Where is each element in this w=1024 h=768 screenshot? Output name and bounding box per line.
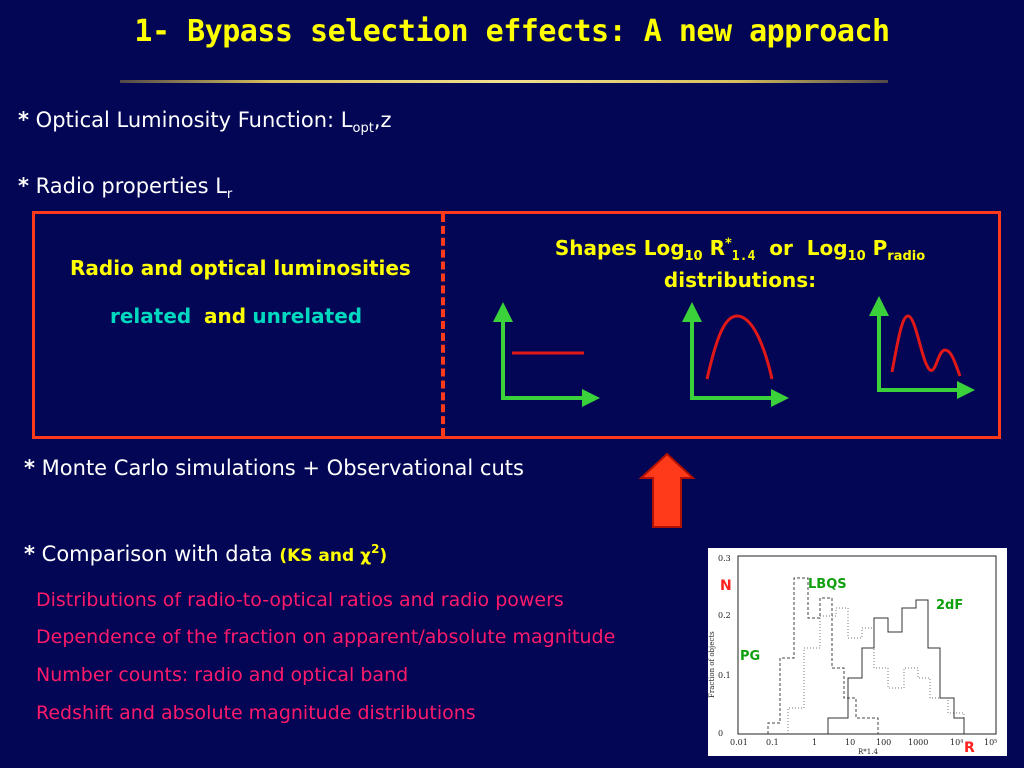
xtick-1: 0.1: [766, 738, 779, 747]
and-label: and: [203, 304, 247, 328]
shapes-heading: Shapes Log10 R*1.4 or Log10 Pradio: [440, 236, 1024, 264]
bullet-star: *: [18, 174, 29, 198]
related-unrelated-line: related and unrelated: [110, 304, 362, 328]
bullet-star: *: [18, 108, 29, 132]
bullet-subscript: r: [226, 187, 233, 203]
xtick-7: 10⁵: [984, 738, 997, 747]
shapes-or: or Log: [755, 236, 848, 260]
sketch-single-peak: [682, 302, 789, 407]
bullet-suffix: ,z: [373, 108, 392, 132]
bullet-monte-carlo: * Monte Carlo simulations + Observationa…: [24, 456, 524, 480]
slide-title: 1- Bypass selection effects: A new appro…: [134, 14, 890, 49]
histogram-xlabel: R*1.4: [858, 748, 878, 756]
comparison-item-1: Distributions of radio-to-optical ratios…: [36, 589, 564, 611]
xtick-2: 1: [812, 738, 817, 747]
histogram-label-2dF: 2dF: [936, 598, 964, 613]
histogram-label-LBQS: LBQS: [808, 577, 847, 592]
related-label: related: [110, 304, 192, 328]
shapes-sub-14: 1.4: [731, 249, 756, 264]
sketch-flat-x-arrow: [582, 389, 600, 407]
up-arrow-icon: [638, 452, 696, 528]
chi-superscript: 2: [371, 542, 380, 556]
bullet-comparison: * Comparison with data (KS and χ2): [24, 542, 387, 566]
sketch-peak-curve: [705, 314, 774, 380]
shapes-P: P: [865, 236, 888, 260]
xtick-3: 10: [845, 738, 855, 747]
histogram-dashed: [767, 577, 879, 734]
comparison-item-3: Number counts: radio and optical band: [36, 664, 409, 686]
unrelated-label: unrelated: [252, 304, 363, 328]
shapes-sub-10a: 10: [684, 249, 703, 264]
bullet-text: Comparison with data: [41, 542, 273, 566]
comparison-item-4: Redshift and absolute magnitude distribu…: [36, 702, 476, 724]
histogram-frame: [737, 555, 997, 735]
comparison-item-2: Dependence of the fraction on apparent/a…: [36, 626, 616, 648]
radio-optical-heading: Radio and optical luminosities: [70, 256, 411, 280]
xtick-4: 100: [876, 738, 891, 747]
bullet-optical-luminosity: * Optical Luminosity Function: Lopt,z: [18, 108, 392, 136]
shapes-sub-10b: 10: [847, 249, 866, 264]
ytick-3: 0.3: [718, 554, 731, 563]
bullet-star: *: [24, 456, 35, 480]
bullet-paren-open: (KS and: [279, 546, 361, 566]
bullet-subscript: opt: [352, 121, 374, 137]
bullet-paren-close: ): [379, 546, 388, 566]
xtick-6: 10⁴: [950, 738, 963, 747]
sketch-flat-y-arrow: [493, 302, 513, 322]
sketch-double-peak: [869, 296, 975, 399]
ytick-0: 0: [718, 729, 723, 738]
bullet-radio-properties: * Radio properties Lr: [18, 174, 232, 202]
histogram-ylabel: Fraction of objects: [708, 631, 716, 698]
bullet-text: Optical Luminosity Function: L: [35, 108, 353, 132]
xtick-5: 1000: [908, 738, 928, 747]
histogram-plot: 0 0.1 0.2 0.3 0.01 0.1 1 10 100 1000 10⁴…: [708, 554, 997, 756]
xtick-0: 0.01: [730, 738, 748, 747]
ytick-2: 0.2: [718, 611, 731, 620]
shapes-R: R: [702, 236, 725, 260]
shapes-text: Shapes Log: [554, 236, 685, 260]
luminosity-box: [32, 211, 1001, 439]
sketch-flat: [493, 302, 600, 407]
ytick-1: 0.1: [718, 671, 731, 680]
sketch-peak-x-arrow: [771, 389, 789, 407]
histogram-label-R: R: [964, 740, 975, 756]
sketch-double-y-arrow: [869, 296, 889, 316]
histogram-dotted: [787, 607, 965, 734]
box-divider: [441, 214, 445, 436]
histogram-figure: 0 0.1 0.2 0.3 0.01 0.1 1 10 100 1000 10⁴…: [708, 548, 1007, 756]
histogram-label-PG: PG: [740, 649, 761, 664]
sketch-double-curve: [890, 314, 962, 377]
bullet-star: *: [24, 542, 35, 566]
histogram-label-N: N: [720, 578, 732, 594]
bullet-text: Monte Carlo simulations + Observational …: [41, 456, 524, 480]
sketch-double-x-arrow: [957, 381, 975, 399]
distributions-label: distributions:: [663, 268, 817, 292]
histogram-solid: [827, 599, 965, 734]
sketch-peak-y-arrow: [682, 302, 702, 322]
shapes-star: *: [724, 236, 732, 252]
title-underline: [120, 80, 888, 83]
bullet-text: Radio properties L: [35, 174, 227, 198]
shapes-sub-radio: radio: [887, 249, 926, 264]
chi-symbol: χ: [360, 546, 372, 566]
